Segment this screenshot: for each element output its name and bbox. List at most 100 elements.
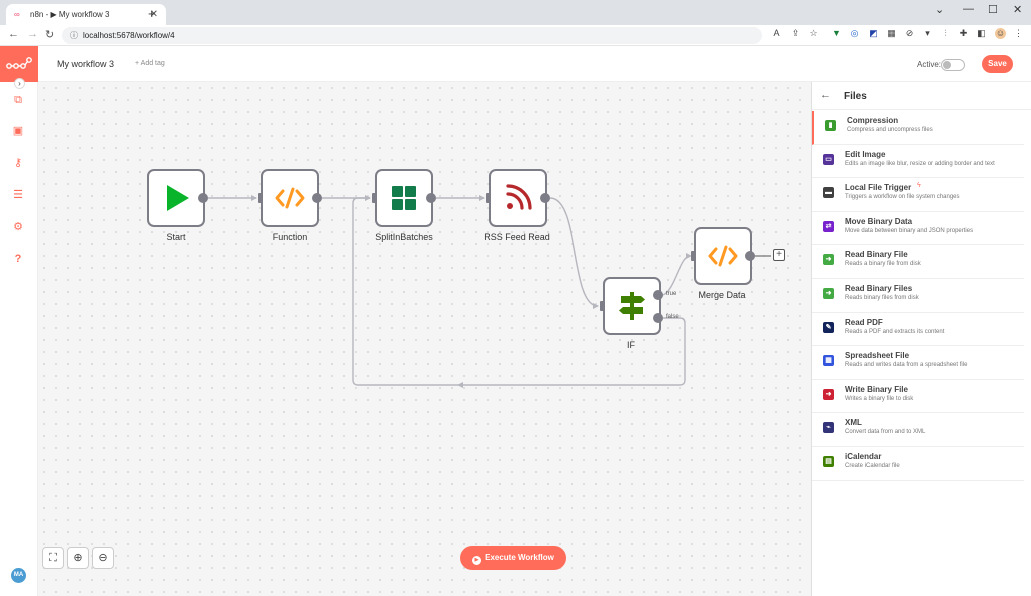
- input-port[interactable]: [691, 251, 696, 261]
- file-import-icon: ➜: [823, 288, 834, 299]
- help-icon[interactable]: ?: [14, 253, 22, 265]
- extensions-puzzle-icon[interactable]: ✚: [959, 28, 968, 38]
- user-avatar[interactable]: MA: [11, 568, 26, 583]
- add-node-button[interactable]: +: [773, 249, 785, 261]
- browser-menu-icon[interactable]: ⋮: [1014, 28, 1023, 38]
- exchange-icon: ⇄: [823, 220, 834, 232]
- node-item-description: Reads a binary file from disk: [845, 261, 921, 268]
- workflows-icon[interactable]: ⧉: [14, 94, 22, 106]
- input-port[interactable]: [486, 193, 491, 203]
- node-item-description: Convert data from and to XML: [845, 429, 926, 436]
- false-output-port[interactable]: [653, 313, 663, 323]
- executions-icon[interactable]: ☰: [13, 189, 23, 201]
- extension-v-icon[interactable]: ▼: [832, 28, 841, 38]
- templates-icon[interactable]: ▣: [12, 125, 24, 137]
- workflow-canvas[interactable]: [38, 82, 811, 596]
- node-item-name: Read Binary Files: [845, 284, 913, 293]
- arrowhead-loop: [457, 382, 463, 388]
- output-port[interactable]: [312, 193, 322, 203]
- node-item-description: Writes a binary file to disk: [845, 395, 914, 402]
- maximize-button[interactable]: ☐: [988, 4, 998, 16]
- tab-search-icon[interactable]: ⌄: [935, 4, 945, 16]
- arrowhead-rss: [479, 195, 485, 201]
- side-panel-icon[interactable]: ◧: [977, 28, 986, 38]
- node-item-description: Move data between binary and JSON proper…: [845, 227, 974, 234]
- close-window-button[interactable]: ✕: [1013, 4, 1023, 16]
- translate-icon[interactable]: A: [773, 28, 780, 38]
- input-port[interactable]: [258, 193, 263, 203]
- sidebar-collapse-button[interactable]: ›: [14, 78, 25, 89]
- node-item-name: Spreadsheet File: [845, 351, 910, 361]
- toggle-knob: [943, 61, 951, 69]
- minimize-button[interactable]: —: [963, 3, 974, 15]
- profile-avatar-icon[interactable]: ☺: [995, 28, 1006, 39]
- extension-filter-icon[interactable]: ▾: [925, 28, 930, 38]
- file-import-icon: ➜: [823, 254, 834, 266]
- app-sidebar: › ⧉ ▣ ⚷ ☰ ⚙ ? MA: [0, 46, 38, 596]
- tab-close-icon[interactable]: ✕: [149, 9, 158, 20]
- extension-circle-icon[interactable]: ◎: [850, 28, 859, 38]
- node-start[interactable]: [147, 169, 205, 227]
- save-button[interactable]: Save: [982, 55, 1013, 73]
- new-tab-button[interactable]: +: [148, 6, 156, 21]
- zoom-in-button[interactable]: ⊕: [67, 547, 89, 569]
- bookmark-star-icon[interactable]: ☆: [809, 28, 818, 38]
- zoom-out-button[interactable]: ⊖: [92, 547, 114, 569]
- node-label: Merge Data: [698, 290, 746, 300]
- workflow-header: My workflow 3 + Add tag Active: Save: [38, 46, 1031, 82]
- extension-sliders-icon[interactable]: ⫶: [944, 28, 947, 38]
- add-tag-button[interactable]: + Add tag: [135, 60, 165, 67]
- site-info-icon[interactable]: ⓘ: [70, 31, 78, 40]
- node-if[interactable]: [603, 277, 661, 335]
- workflow-name[interactable]: My workflow 3: [57, 59, 115, 69]
- input-port[interactable]: [372, 193, 377, 203]
- reload-button[interactable]: ↻: [45, 29, 55, 41]
- n8n-logo[interactable]: [0, 46, 38, 82]
- credentials-icon[interactable]: ⚷: [13, 157, 23, 169]
- connection-rss-if: [549, 197, 599, 307]
- node-function[interactable]: [261, 169, 319, 227]
- node-label: Function: [272, 232, 308, 242]
- execute-workflow-button[interactable]: ▶Execute Workflow: [460, 546, 566, 570]
- forward-button[interactable]: →: [27, 28, 38, 40]
- output-port[interactable]: [198, 193, 208, 203]
- true-output-port[interactable]: [653, 290, 663, 300]
- output-port[interactable]: [540, 193, 550, 203]
- output-port[interactable]: [426, 193, 436, 203]
- extension-square-icon[interactable]: ◩: [869, 28, 878, 38]
- n8n-favicon-icon: ∞: [14, 9, 20, 19]
- zoom-to-fit-button[interactable]: ⛶: [42, 547, 64, 569]
- extension-block-icon[interactable]: ⊘: [905, 28, 914, 38]
- back-arrow-icon[interactable]: ←: [820, 89, 831, 101]
- true-output-label: true: [666, 291, 677, 297]
- back-button[interactable]: ←: [8, 28, 19, 40]
- output-port[interactable]: [745, 251, 755, 261]
- settings-icon[interactable]: ⚙: [13, 221, 23, 233]
- input-port[interactable]: [600, 301, 605, 311]
- active-toggle[interactable]: [941, 59, 965, 71]
- extension-qr-icon[interactable]: ▦: [887, 28, 896, 38]
- node-item-description: Reads a PDF and extracts its content: [845, 328, 945, 335]
- node-splitinbatches[interactable]: [375, 169, 433, 227]
- compression-icon: ▮: [825, 120, 836, 131]
- node-merge-data[interactable]: [694, 227, 752, 285]
- node-item-description: Triggers a workflow on file system chang…: [845, 194, 960, 201]
- browser-tab[interactable]: ∞ n8n - ▶ My workflow 3 ✕: [6, 4, 166, 25]
- arrowhead-splitinbatches: [365, 195, 371, 201]
- execute-label: Execute Workflow: [485, 553, 554, 562]
- node-rss-feed-read[interactable]: [489, 169, 547, 227]
- share-icon[interactable]: ⇪: [791, 28, 800, 38]
